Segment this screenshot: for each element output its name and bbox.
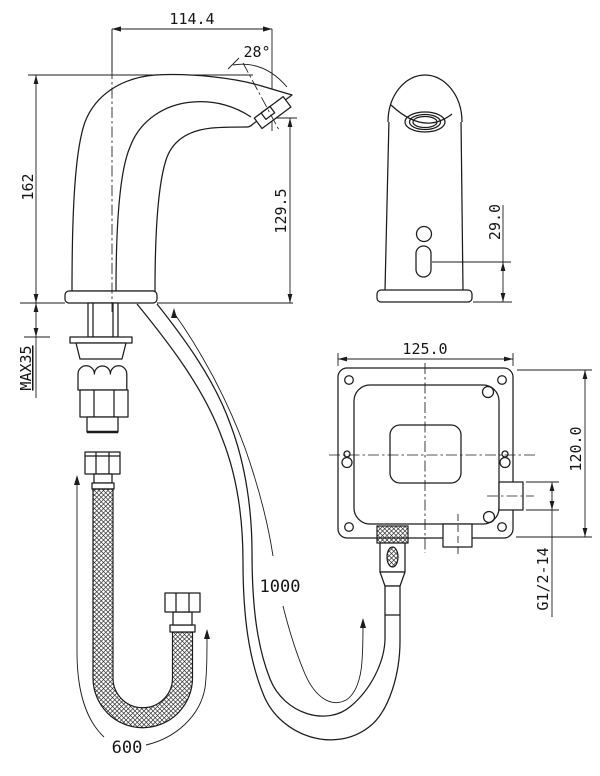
supply-hose-inner-edge (156, 303, 386, 717)
dimension-label-sensor-height: 29.0 (486, 204, 504, 240)
shank-end (86, 416, 119, 433)
aerator-ring-outer (404, 111, 446, 133)
cone-washer (75, 342, 127, 360)
faucet-body-outline (71, 73, 293, 292)
hose-nut-top (84, 451, 121, 475)
mounting-nut-scallops (77, 365, 128, 391)
sensor-window (415, 245, 432, 278)
valve-taper (379, 571, 406, 587)
knurled-nut (376, 525, 409, 544)
dim-total-height: 162 MAX35 (17, 74, 253, 398)
cover-screw (481, 385, 495, 399)
box-cover (353, 384, 500, 525)
dimension-label-spout-reach: 114.4 (169, 10, 214, 28)
dimension-label-hose-supply: 1000 (260, 577, 301, 597)
mounting-nut-hex (79, 389, 129, 418)
aerator-ring-inner (412, 115, 438, 129)
supply-hose-outer-edge (136, 303, 401, 741)
battery-panel (389, 424, 462, 484)
hose-ferrule-top (91, 482, 115, 490)
dimension-label-box-height: 120.0 (567, 426, 585, 471)
dimension-label-spout-angle: 28° (243, 43, 270, 61)
dimension-label-box-width: 125.0 (402, 340, 447, 358)
supply-hose: 1000 (136, 303, 401, 741)
valve-outlet-tube (384, 585, 401, 616)
dim-spout-reach: 114.4 (111, 10, 273, 131)
front-base (376, 289, 473, 303)
box-corner-screw (344, 522, 354, 532)
hose-nut-end (164, 592, 201, 613)
box-corner-screw (344, 375, 354, 385)
angle-arc (232, 63, 288, 88)
hose-ferrule-end (169, 624, 196, 633)
front-view-faucet: 29.0 (376, 74, 512, 303)
side-view-faucet: 28° (64, 29, 293, 434)
aerator-centerline (242, 62, 280, 131)
cover-screw (482, 510, 496, 524)
dimension-label-total-height: 162 (19, 173, 37, 200)
aerator-ring-mid (408, 113, 442, 131)
hose-neck-end (172, 611, 193, 626)
faucet-spout-inner-edge (115, 101, 252, 292)
washer-plate (69, 336, 133, 344)
front-dome (387, 74, 463, 123)
dimension-label-thread: G1/2-14 (534, 547, 552, 610)
hose-neck-top (93, 473, 113, 484)
sensor-led (415, 225, 433, 243)
dimension-label-outlet-height: 129.5 (272, 188, 290, 233)
base-flange (64, 290, 158, 304)
front-body-fill (385, 120, 463, 290)
bottom-connector (442, 523, 473, 548)
aerator-inner (260, 105, 276, 121)
dim-outlet-height: 129.5 (157, 117, 297, 304)
control-box: 125.0 120.0 G1/2-14 (329, 340, 592, 617)
braided-hose-body (92, 488, 194, 729)
braided-hose: 600 (74, 451, 210, 758)
valve-window (386, 546, 399, 568)
front-spout-rim (390, 104, 453, 124)
box-corner-screw (497, 375, 507, 385)
box-corner-screw (497, 522, 507, 532)
dimension-label-max-deck: MAX35 (17, 345, 35, 390)
dimension-label-hose-braided: 600 (112, 738, 143, 758)
